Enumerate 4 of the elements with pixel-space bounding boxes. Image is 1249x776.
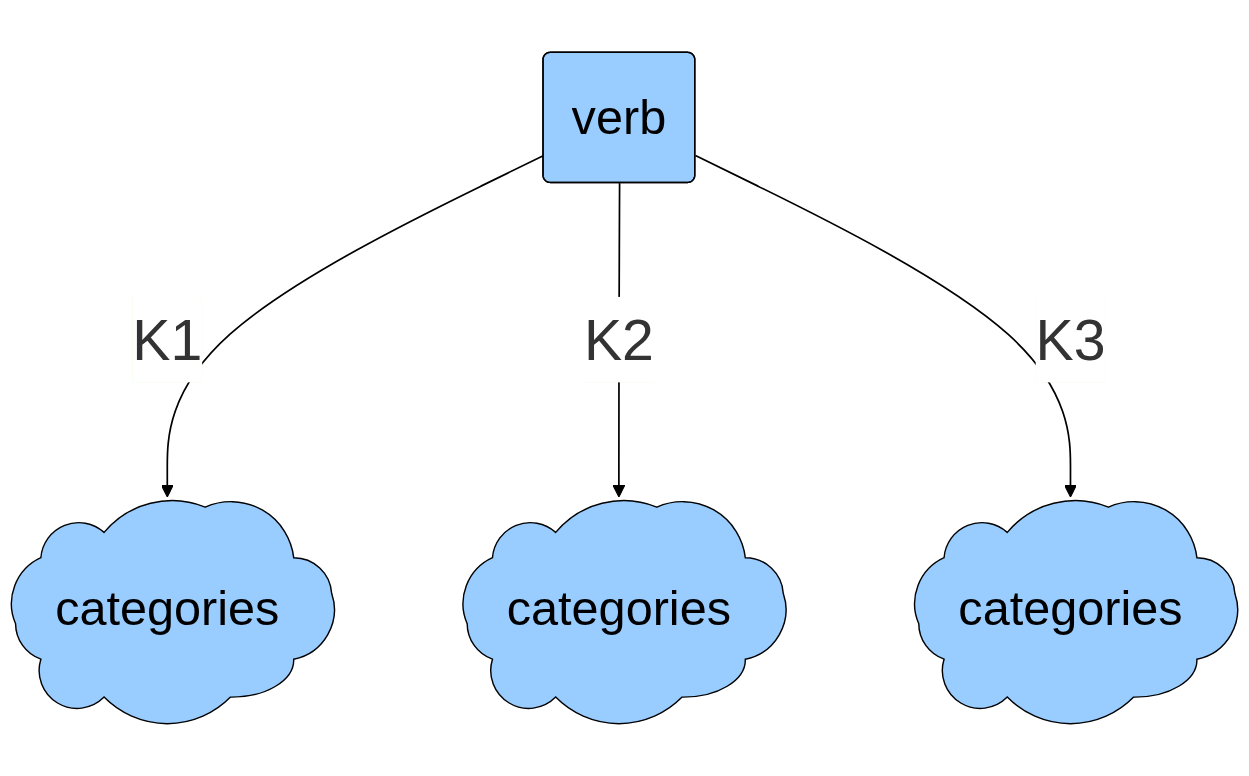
edge-label: K2 bbox=[583, 308, 654, 372]
edge-label: K3 bbox=[1035, 308, 1106, 372]
arrow bbox=[694, 154, 1077, 498]
edge-label: K1 bbox=[132, 308, 203, 372]
